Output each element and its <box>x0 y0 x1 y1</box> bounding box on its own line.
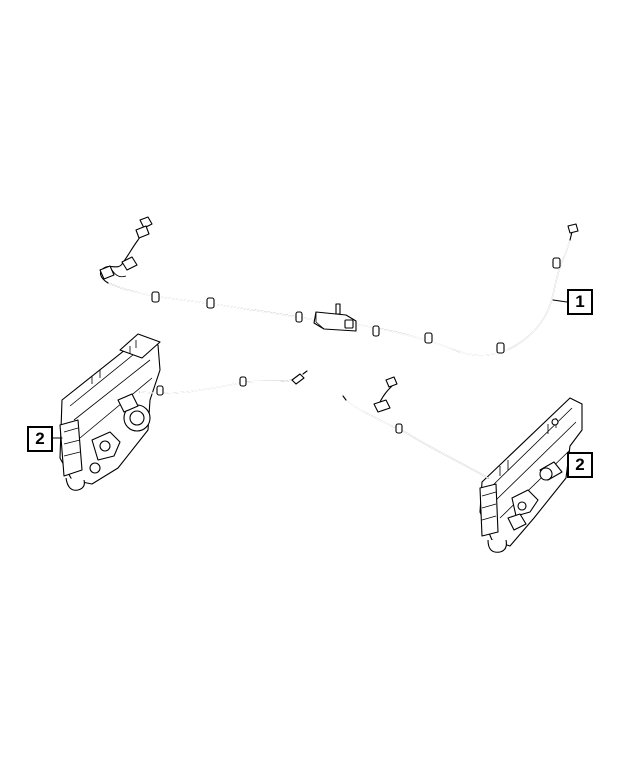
callout-2-right-adjuster: 2 <box>567 452 593 478</box>
wire-harness-assembly <box>99 216 579 356</box>
right-seat-adjuster <box>342 376 586 553</box>
callout-1-wire-harness: 1 <box>567 289 593 315</box>
left-seat-adjuster <box>52 333 308 491</box>
callout-2-left-adjuster: 2 <box>27 426 53 452</box>
